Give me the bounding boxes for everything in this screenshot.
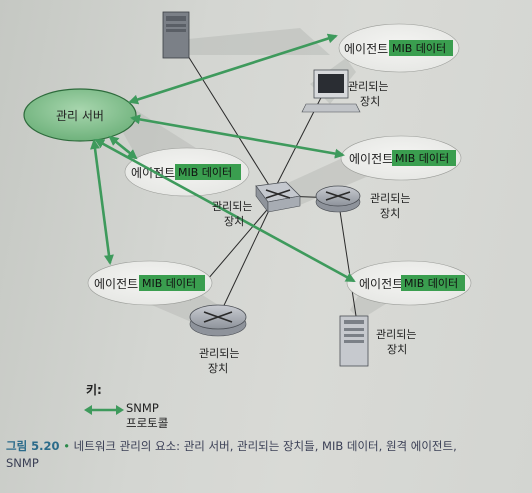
mib-data-box xyxy=(392,150,456,166)
figure-number: 그림 5.20 xyxy=(6,439,60,453)
agent-label: 에이전트 xyxy=(94,277,138,291)
agent-bubble-middle-right: 에이전트 MIB 데이터 xyxy=(340,135,462,181)
mib-data-box xyxy=(389,40,453,56)
agent-label: 에이전트 xyxy=(131,166,175,180)
mib-data-label: MIB 데이터 xyxy=(392,42,446,55)
agent-label: 에이전트 xyxy=(344,42,388,56)
server-tower-top xyxy=(162,11,190,59)
key-protocol-line2: 프로토콜 xyxy=(126,416,169,430)
agent-label: 에이전트 xyxy=(359,277,403,291)
agent-label: 에이전트 xyxy=(349,152,393,166)
agent-bubble-lower-left: 에이전트 MIB 데이터 xyxy=(87,260,213,306)
key-snmp-arrow-icon xyxy=(84,405,124,415)
device-label: 장치 xyxy=(224,215,244,228)
device-label: 관리되는 xyxy=(348,80,388,93)
agent-bubble-lower-right: 에이전트 MIB 데이터 xyxy=(346,260,472,306)
management-server-label: 관리 서버 xyxy=(56,109,104,123)
device-label: 장치 xyxy=(380,207,400,220)
mib-data-box xyxy=(401,275,465,291)
device-label: 관리되는 xyxy=(370,192,410,205)
key-protocol-line1: SNMP xyxy=(126,401,159,415)
managed-device-desktop xyxy=(301,69,361,113)
key-title: 키: xyxy=(86,383,102,397)
caption-text-2: SNMP xyxy=(6,456,39,470)
switch-center xyxy=(255,181,301,213)
mib-data-label: MIB 데이터 xyxy=(178,166,232,179)
router-bottom xyxy=(189,304,247,337)
device-label: 장치 xyxy=(208,362,228,375)
mib-data-label: MIB 데이터 xyxy=(395,152,449,165)
mib-data-label: MIB 데이터 xyxy=(404,277,458,290)
caption-bullet: • xyxy=(63,439,70,453)
key-snmp-protocol: SNMP 프로토콜 xyxy=(126,401,168,431)
managed-device-server xyxy=(339,315,369,367)
device-label: 장치 xyxy=(360,95,380,108)
router-right xyxy=(315,185,361,213)
agent-bubble-top-right: 에이전트 MIB 데이터 xyxy=(338,23,460,73)
caption-text: 네트워크 관리의 요소: 관리 서버, 관리되는 장치들, MIB 데이터, 원… xyxy=(73,439,457,453)
figure-caption: 그림 5.20 • 네트워크 관리의 요소: 관리 서버, 관리되는 장치들, … xyxy=(6,438,526,472)
mib-data-label: MIB 데이터 xyxy=(142,277,196,290)
device-label: 관리되는 xyxy=(376,328,416,341)
snmp-arrows xyxy=(90,33,356,283)
device-label: 관리되는 xyxy=(199,347,239,360)
device-label: 장치 xyxy=(387,343,407,356)
device-label: 관리되는 xyxy=(212,200,252,213)
